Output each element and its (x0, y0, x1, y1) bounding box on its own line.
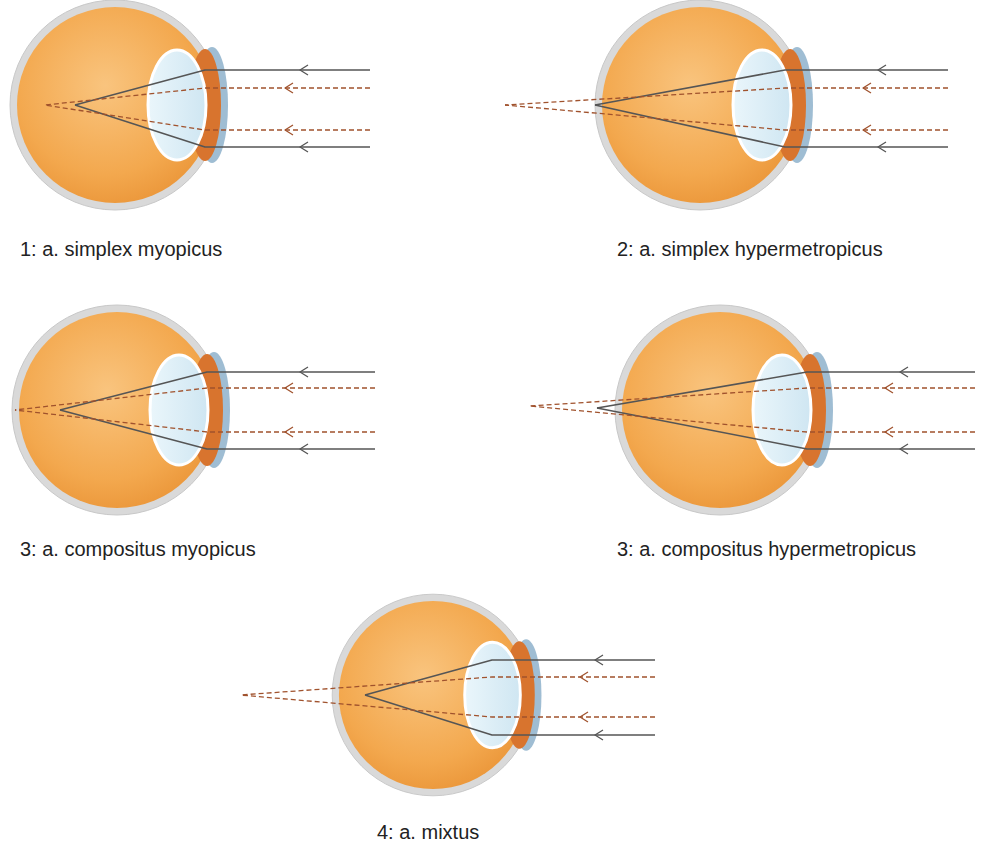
caption-label: 3: a. compositus hypermetropicus (617, 537, 916, 561)
eye (332, 594, 541, 796)
eye (595, 0, 813, 210)
caption-label: 4: a. mixtus (377, 820, 479, 844)
eye (615, 305, 833, 515)
caption-label: 1: a. simplex myopicus (20, 237, 222, 261)
caption-label: 2: a. simplex hypermetropicus (617, 237, 883, 261)
light-rays (15, 65, 975, 740)
eye (10, 0, 228, 210)
eye (12, 305, 230, 515)
caption-label: 3: a. compositus myopicus (20, 537, 256, 561)
